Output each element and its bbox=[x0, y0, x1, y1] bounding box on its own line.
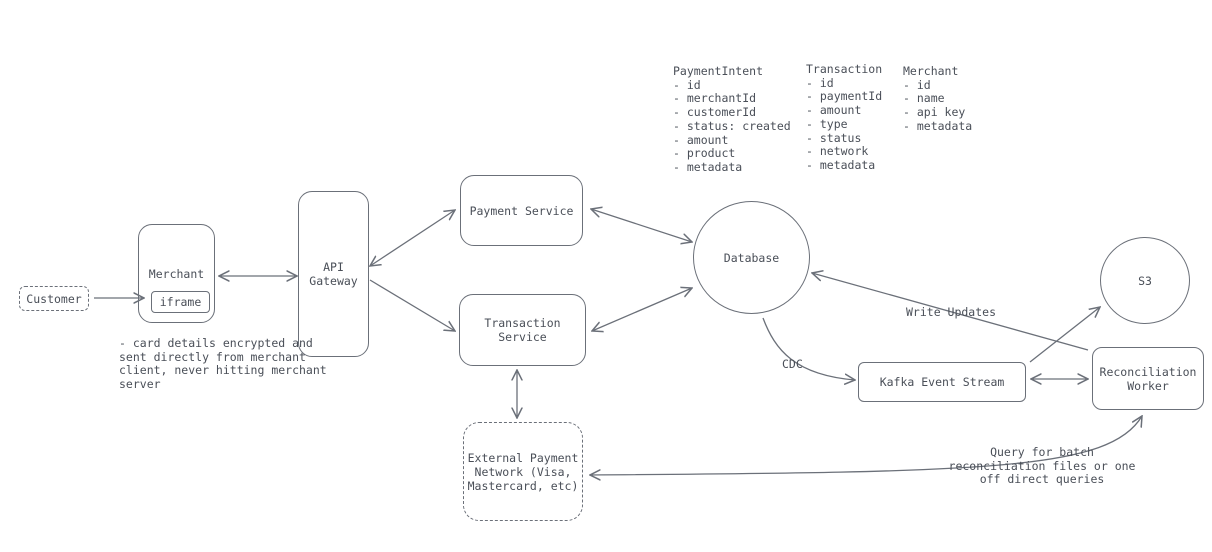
payment-service-node: Payment Service bbox=[460, 175, 583, 246]
arrow-payment-database bbox=[591, 209, 692, 242]
arrow-reconciliation-external bbox=[590, 416, 1142, 475]
api-gateway-node: API Gateway bbox=[298, 191, 369, 357]
kafka-event-stream-label: Kafka Event Stream bbox=[879, 375, 1005, 389]
write-updates-label: Write Updates bbox=[906, 305, 997, 319]
transaction-service-label: Transaction Service bbox=[484, 316, 561, 344]
external-payment-network-node: External Payment Network (Visa, Masterca… bbox=[463, 422, 583, 521]
arrow-gateway-transaction bbox=[369, 279, 455, 331]
transaction-schema: Transaction - id - paymentId - amount - … bbox=[806, 62, 883, 172]
database-label: Database bbox=[723, 250, 780, 265]
database-node: Database bbox=[693, 201, 810, 314]
card-details-note: - card details encrypted and sent direct… bbox=[119, 336, 327, 392]
kafka-event-stream-node: Kafka Event Stream bbox=[858, 362, 1026, 402]
payment-intent-schema: PaymentIntent - id - merchantId - custom… bbox=[673, 64, 791, 174]
query-note: Query for batch reconciliation files or … bbox=[948, 445, 1136, 487]
transaction-service-node: Transaction Service bbox=[459, 294, 586, 366]
reconciliation-worker-label: Reconciliation Worker bbox=[1099, 364, 1197, 393]
s3-node: S3 bbox=[1100, 237, 1190, 324]
external-payment-network-label: External Payment Network (Visa, Masterca… bbox=[467, 450, 579, 493]
reconciliation-worker-node: Reconciliation Worker bbox=[1092, 347, 1204, 410]
api-gateway-label: API Gateway bbox=[309, 260, 358, 288]
arrow-database-kafka-cdc bbox=[762, 317, 855, 380]
customer-node: Customer bbox=[19, 286, 89, 311]
merchant-label: Merchant bbox=[148, 267, 205, 281]
iframe-label: iframe bbox=[159, 295, 202, 309]
arrow-reconciliation-database bbox=[812, 273, 1089, 351]
merchant-node: Merchant iframe bbox=[138, 224, 215, 323]
cdc-label: CDC bbox=[782, 357, 803, 371]
merchant-schema: Merchant - id - name - api key - metadat… bbox=[903, 64, 973, 133]
payment-service-label: Payment Service bbox=[469, 203, 574, 218]
arrow-transaction-database bbox=[592, 288, 692, 331]
customer-label: Customer bbox=[26, 291, 82, 306]
iframe-box: iframe bbox=[151, 291, 210, 313]
arrow-gateway-payment bbox=[370, 210, 455, 266]
arrow-kafka-s3 bbox=[1029, 307, 1100, 363]
s3-label: S3 bbox=[1138, 273, 1152, 288]
